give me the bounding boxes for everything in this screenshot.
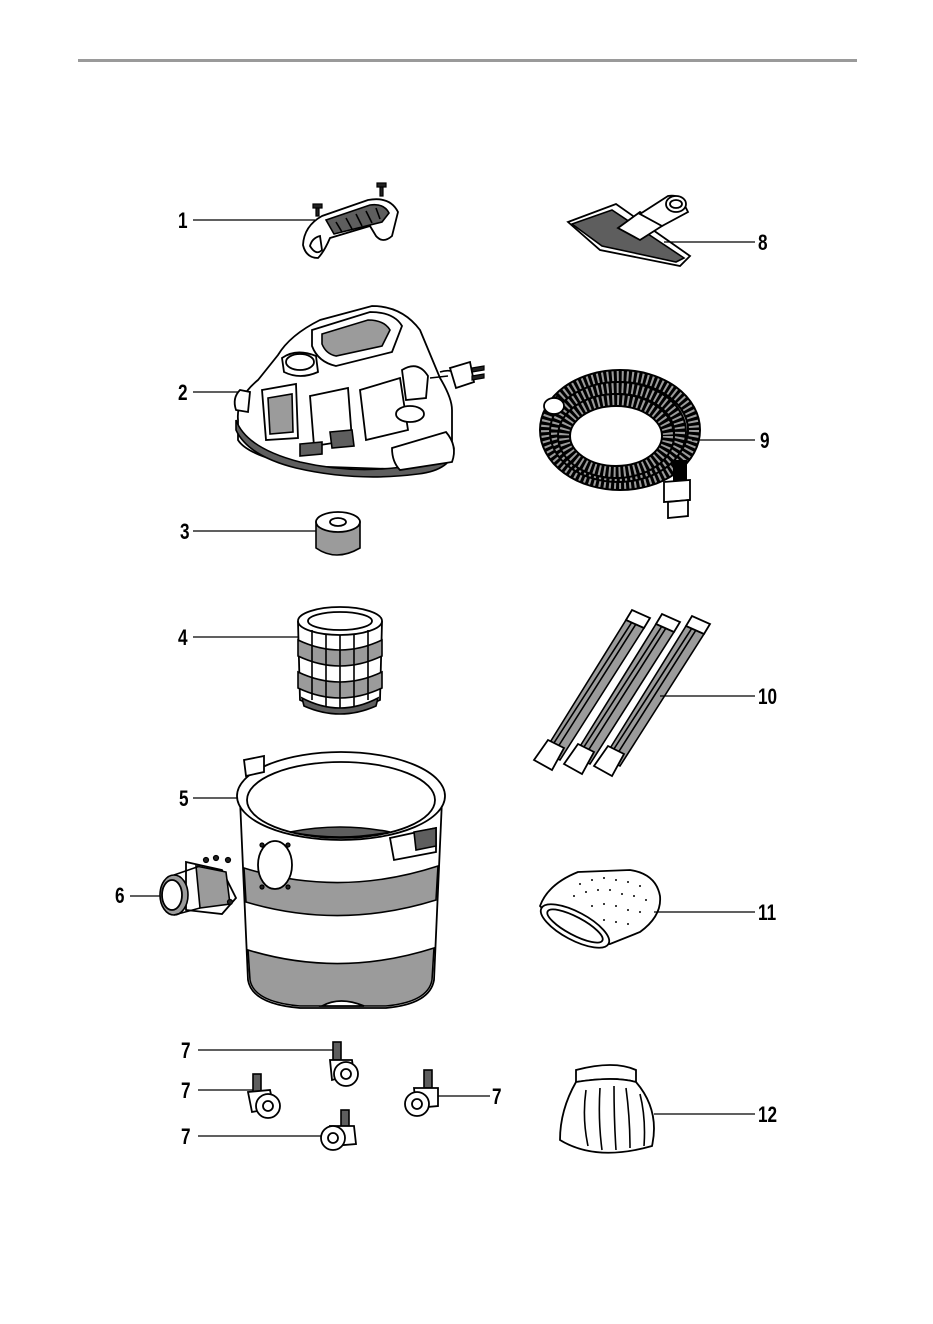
casters-illustration: [198, 1042, 490, 1150]
cloth-filter-bag-illustration: [560, 1065, 755, 1153]
callout-dust-bag: 11: [758, 902, 776, 924]
filter-cage-illustration: [193, 607, 382, 714]
callout-outlet-adapter: 6: [115, 885, 125, 907]
motor-head-illustration: [193, 306, 484, 477]
callout-caster-d: 7: [492, 1086, 502, 1108]
outlet-adapter-illustration: [130, 856, 236, 916]
callout-tank: 5: [179, 788, 189, 810]
callout-floor-nozzle: 8: [758, 232, 768, 254]
extension-wands-illustration: [534, 610, 755, 776]
hose-illustration: [544, 376, 755, 518]
callout-handle: 1: [178, 210, 188, 232]
callout-foam-filter: 3: [180, 521, 190, 543]
tank-illustration: [193, 752, 445, 1008]
dust-bag-illustration: [535, 870, 755, 956]
callout-extension-wands: 10: [758, 686, 777, 708]
foam-filter-illustration: [193, 512, 360, 555]
callout-motor-head: 2: [178, 382, 188, 404]
callout-caster-b: 7: [181, 1080, 191, 1102]
handle-illustration: [193, 183, 398, 258]
callout-caster-a: 7: [181, 1040, 191, 1062]
callout-caster-c: 7: [181, 1126, 191, 1148]
callout-filter-cage: 4: [178, 627, 188, 649]
floor-nozzle-illustration: [568, 196, 755, 266]
callout-cloth-filter-bag: 12: [758, 1104, 777, 1126]
callout-hose: 9: [760, 430, 770, 452]
